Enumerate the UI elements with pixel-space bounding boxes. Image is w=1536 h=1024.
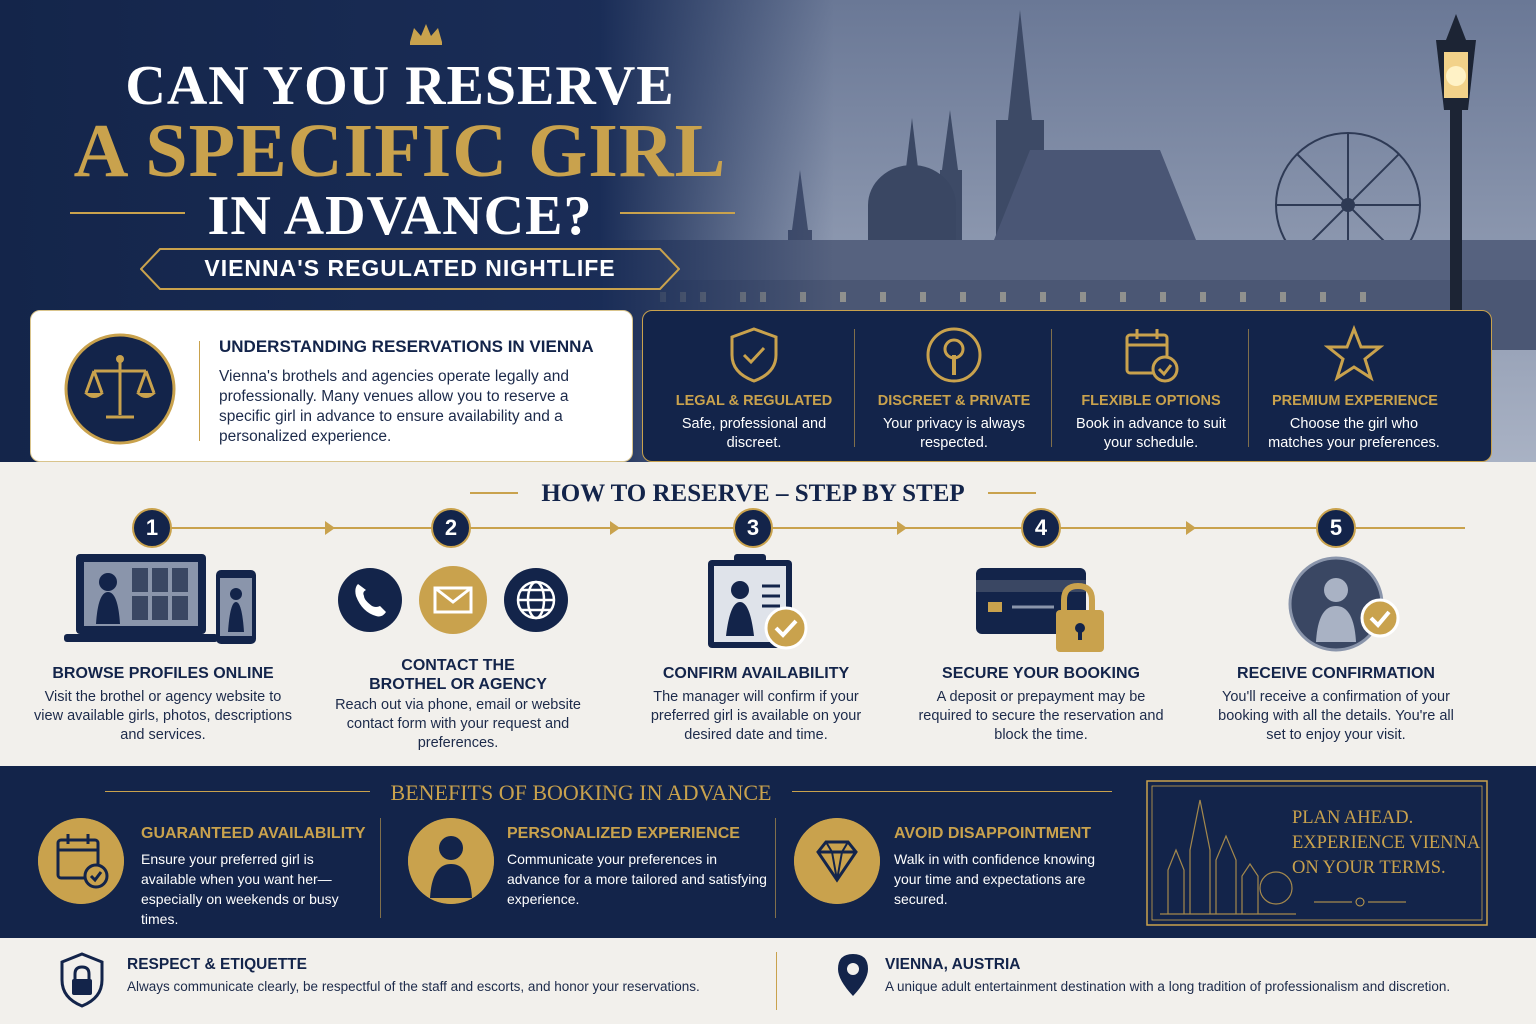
- plan-ahead-text: PLAN AHEAD. EXPERIENCE VIENNA ON YOUR TE…: [1292, 806, 1482, 881]
- feature-premium: PREMIUM EXPERIENCE Choose the girl who m…: [1255, 311, 1455, 463]
- benefits-section: BENEFITS OF BOOKING IN ADVANCE GUARANTEE…: [0, 766, 1536, 938]
- plan-line-1: PLAN AHEAD.: [1292, 808, 1414, 828]
- footer: RESPECT & ETIQUETTE Always communicate c…: [0, 938, 1536, 1024]
- shush-icon: [926, 327, 982, 383]
- title-line-1: CAN YOU RESERVE: [125, 55, 675, 117]
- subtitle-ribbon: [140, 248, 680, 290]
- footer-desc-2: A unique adult entertainment destination…: [885, 979, 1451, 994]
- woman-silhouette-icon: [408, 818, 494, 904]
- step-title-2: CONTACT THE BROTHEL OR AGENCY: [369, 657, 547, 693]
- timeline-arrow: [1186, 521, 1196, 535]
- feature-desc: Your privacy is always respected.: [882, 416, 1026, 451]
- feature-desc: Book in advance to suit your schedule.: [1076, 416, 1226, 451]
- benefits-heading: BENEFITS OF BOOKING IN ADVANCE: [390, 780, 772, 805]
- card-lock-icon: [976, 568, 1104, 652]
- step-number-2: 2: [431, 508, 471, 548]
- benefits-rule-right: [792, 791, 1112, 792]
- map-pin-icon: [838, 954, 868, 996]
- title-rule-left: [70, 212, 185, 214]
- step-desc-4: A deposit or prepayment may be required …: [918, 689, 1164, 743]
- footer-divider: [776, 952, 777, 1010]
- feature-flexible: FLEXIBLE OPTIONS Book in advance to suit…: [1052, 311, 1250, 463]
- feature-discreet: DISCREET & PRIVATE Your privacy is alway…: [855, 311, 1053, 463]
- footer-title-1: RESPECT & ETIQUETTE: [127, 956, 307, 973]
- calendar-check-icon: [38, 818, 124, 904]
- benefit-title-1: GUARANTEED AVAILABILITY: [141, 825, 366, 842]
- benefit-title-3: AVOID DISAPPOINTMENT: [894, 825, 1092, 842]
- timeline-arrow: [610, 521, 620, 535]
- title-line-3: IN ADVANCE?: [207, 185, 593, 247]
- feature-legal: LEGAL & REGULATED Safe, professional and…: [655, 311, 853, 463]
- title-line-2: A SPECIFIC GIRL: [73, 109, 727, 193]
- profile-check-icon: [1288, 556, 1400, 652]
- footer-desc-1: Always communicate clearly, be respectfu…: [127, 979, 700, 994]
- step-title-5: RECEIVE CONFIRMATION: [1237, 665, 1435, 682]
- steps-rule-left: [470, 492, 518, 494]
- steps-timeline: [170, 527, 1465, 529]
- scales-icon: [64, 333, 176, 445]
- intro-card: UNDERSTANDING RESERVATIONS IN VIENNA Vie…: [30, 310, 633, 462]
- benefit-divider: [775, 818, 776, 918]
- feature-title: PREMIUM EXPERIENCE: [1272, 393, 1438, 409]
- feature-divider: [1248, 329, 1249, 447]
- feature-divider: [854, 329, 855, 447]
- benefit-desc-1: Ensure your preferred girl is available …: [141, 851, 339, 927]
- benefits-rule-left: [105, 791, 370, 792]
- plan-line-2: EXPERIENCE VIENNA: [1292, 833, 1481, 853]
- plan-line-3: ON YOUR TERMS.: [1292, 858, 1446, 878]
- shield-check-icon: [730, 327, 778, 383]
- benefit-desc-2: Communicate your preferences in advance …: [507, 851, 767, 907]
- star-icon: [1324, 325, 1384, 382]
- intro-title: UNDERSTANDING RESERVATIONS IN VIENNA: [219, 337, 594, 356]
- feature-desc: Choose the girl who matches your prefere…: [1268, 416, 1440, 451]
- contact-icons: [338, 566, 568, 634]
- feature-desc: Safe, professional and discreet.: [681, 416, 827, 451]
- step-number-5: 5: [1316, 508, 1356, 548]
- steps-heading: HOW TO RESERVE – STEP BY STEP: [541, 480, 965, 507]
- step-desc-5: You'll receive a confirmation of your bo…: [1218, 689, 1454, 743]
- step-number-3: 3: [733, 508, 773, 548]
- crown-icon: [410, 24, 442, 45]
- step-number-4: 4: [1021, 508, 1061, 548]
- feature-title: LEGAL & REGULATED: [675, 393, 833, 409]
- features-card: LEGAL & REGULATED Safe, professional and…: [642, 310, 1492, 462]
- footer-title-2: VIENNA, AUSTRIA: [885, 956, 1021, 973]
- feature-title: DISCREET & PRIVATE: [877, 393, 1031, 409]
- benefit-divider: [380, 818, 381, 918]
- benefit-title-2: PERSONALIZED EXPERIENCE: [507, 825, 740, 842]
- shield-lock-icon: [60, 952, 104, 1008]
- step-title-4: SECURE YOUR BOOKING: [942, 665, 1140, 682]
- timeline-arrow: [325, 521, 335, 535]
- step-title-1: BROWSE PROFILES ONLINE: [52, 665, 274, 682]
- step-number-1: 1: [132, 508, 172, 548]
- feature-divider: [1051, 329, 1052, 447]
- clipboard-check-icon: [708, 554, 808, 650]
- title-rule-right: [620, 212, 735, 214]
- timeline-arrow: [897, 521, 907, 535]
- step-title-3: CONFIRM AVAILABILITY: [662, 665, 850, 682]
- subtitle: VIENNA'S REGULATED NIGHTLIFE: [204, 255, 616, 281]
- laptop-phone-icon: [64, 554, 256, 644]
- step-desc-3: The manager will confirm if your preferr…: [650, 689, 862, 743]
- intro-divider: [199, 341, 200, 441]
- steps-rule-right: [988, 492, 1036, 494]
- benefit-desc-3: Walk in with confidence knowing your tim…: [894, 851, 1096, 907]
- diamond-icon: [794, 818, 880, 904]
- plan-ahead-frame: [1146, 780, 1488, 926]
- step-desc-2: Reach out via phone, email or website co…: [335, 697, 581, 751]
- intro-text: Vienna's brothels and agencies operate l…: [219, 368, 569, 445]
- step-desc-1: Visit the brothel or agency website to v…: [34, 689, 292, 743]
- calendar-check-icon: [1125, 329, 1179, 383]
- feature-title: FLEXIBLE OPTIONS: [1081, 393, 1221, 409]
